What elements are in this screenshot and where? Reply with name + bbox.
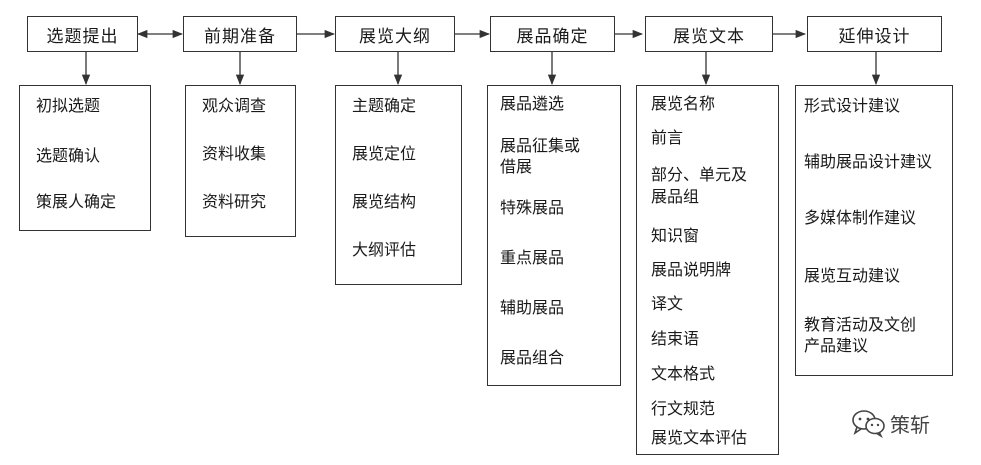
header-topic-label: 选题提出 xyxy=(46,26,119,47)
list-item: 展览定位 xyxy=(352,144,417,163)
list-item: 资料研究 xyxy=(202,192,267,211)
list-item: 前言 xyxy=(651,128,684,147)
list-outline: 主题确定 展览定位 展览结构 大纲评估 xyxy=(335,85,462,285)
list-item: 译文 xyxy=(651,294,684,313)
list-item: 行文规范 xyxy=(651,399,716,418)
list-item: 主题确定 xyxy=(352,96,417,115)
list-item: 教育活动及文创 产品建议 xyxy=(804,315,917,355)
list-item: 形式设计建议 xyxy=(804,96,901,115)
list-item: 资料收集 xyxy=(202,144,267,163)
header-design: 延伸设计 xyxy=(807,16,942,52)
list-item: 特殊展品 xyxy=(500,198,565,217)
list-item: 展览文本评估 xyxy=(651,428,748,447)
list-item: 重点展品 xyxy=(500,248,565,267)
list-item: 多媒体制作建议 xyxy=(804,208,917,227)
list-item: 展览名称 xyxy=(651,94,716,113)
header-text-label: 展览文本 xyxy=(673,26,745,47)
header-outline-label: 展览大纲 xyxy=(359,26,431,47)
list-item: 辅助展品设计建议 xyxy=(804,152,933,171)
header-prep: 前期准备 xyxy=(183,16,297,52)
list-item: 展品说明牌 xyxy=(651,260,732,279)
list-item: 展品征集或 借展 xyxy=(500,136,581,176)
wechat-icon xyxy=(850,408,886,438)
list-item: 展览结构 xyxy=(352,192,417,211)
list-item: 大纲评估 xyxy=(352,240,417,259)
watermark: 策斩 xyxy=(850,408,930,438)
list-item: 选题确认 xyxy=(36,146,101,165)
list-item: 初拟选题 xyxy=(36,96,101,115)
header-exhibits-label: 展品确定 xyxy=(516,26,589,47)
header-prep-label: 前期准备 xyxy=(204,26,276,47)
list-exhibits: 展品遴选 展品征集或 借展 特殊展品 重点展品 辅助展品 展品组合 xyxy=(487,85,621,386)
list-item: 策展人确定 xyxy=(36,192,117,211)
list-item: 展品组合 xyxy=(500,348,565,367)
watermark-text: 策斩 xyxy=(890,412,930,437)
list-item: 展览互动建议 xyxy=(804,266,901,285)
list-item: 知识窗 xyxy=(651,226,700,245)
list-item: 辅助展品 xyxy=(500,298,565,317)
list-topic: 初拟选题 选题确认 策展人确定 xyxy=(19,85,151,231)
list-item: 展品遴选 xyxy=(500,94,565,113)
header-topic: 选题提出 xyxy=(27,16,138,52)
list-design: 形式设计建议 辅助展品设计建议 多媒体制作建议 展览互动建议 教育活动及文创 产… xyxy=(795,85,953,376)
header-design-label: 延伸设计 xyxy=(838,26,911,47)
list-prep: 观众调查 资料收集 资料研究 xyxy=(185,85,296,237)
list-text: 展览名称 前言 部分、单元及 展品组 知识窗 展品说明牌 译文 结束语 文本格式… xyxy=(636,85,779,455)
header-text: 展览文本 xyxy=(645,16,773,52)
header-exhibits: 展品确定 xyxy=(490,16,615,52)
list-item: 文本格式 xyxy=(651,364,716,383)
header-outline: 展览大纲 xyxy=(335,16,455,52)
list-item: 部分、单元及 展品组 xyxy=(651,165,748,206)
list-item: 结束语 xyxy=(651,329,700,348)
list-item: 观众调查 xyxy=(202,96,267,115)
